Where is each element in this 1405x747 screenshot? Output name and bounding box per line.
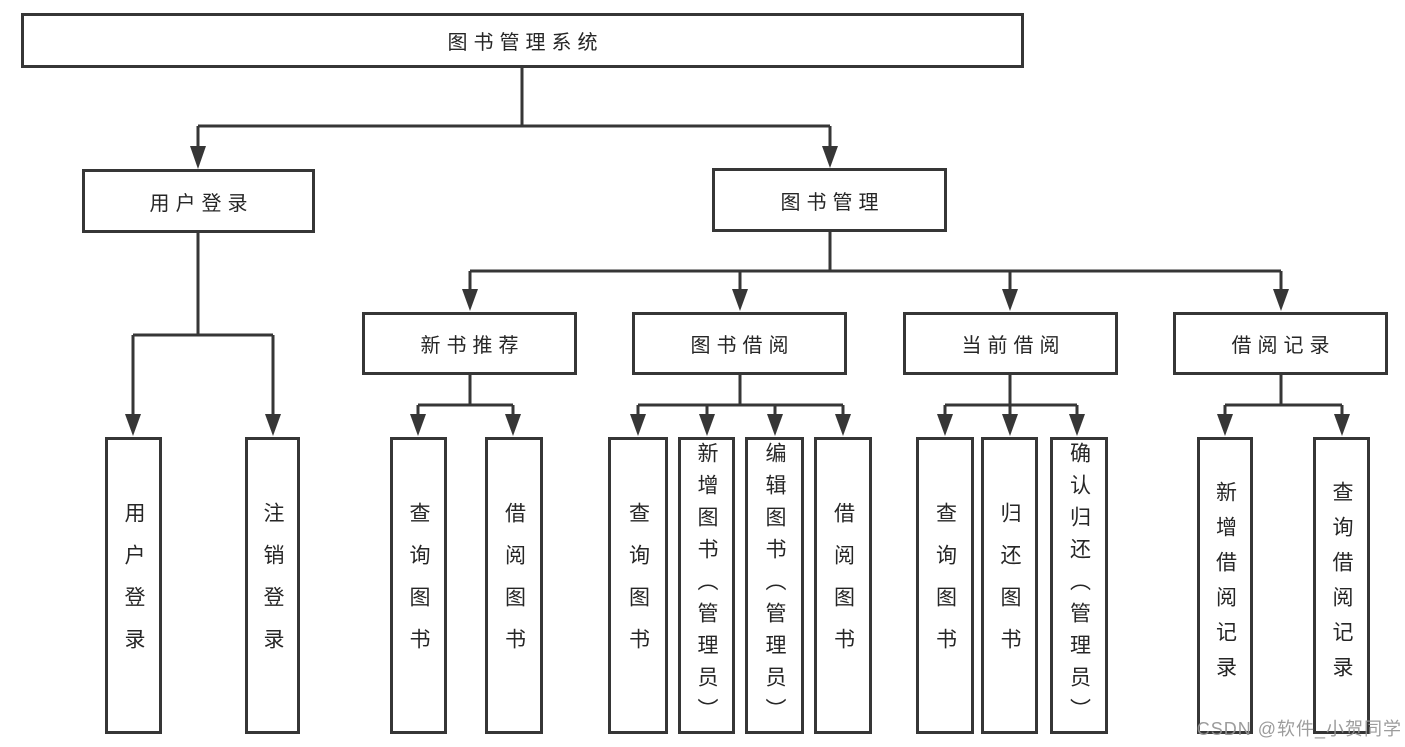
node-query-books-borrow: 查询图书	[608, 437, 668, 734]
node-return-books: 归还图书	[981, 437, 1038, 734]
node-confirm-return-admin: 确认归还（管理员）	[1050, 437, 1108, 734]
node-add-borrow-record: 新增借阅记录	[1197, 437, 1253, 734]
node-user-login: 用户登录	[82, 169, 315, 233]
node-query-borrow-record: 查询借阅记录	[1313, 437, 1370, 734]
node-borrow-books-leaf: 借阅图书	[814, 437, 872, 734]
node-user-login-leaf: 用户登录	[105, 437, 162, 734]
node-current-borrowing: 当前借阅	[903, 312, 1118, 375]
node-library-management-system: 图书管理系统	[21, 13, 1024, 68]
node-borrow-books-recommend: 借阅图书	[485, 437, 543, 734]
node-query-books-current: 查询图书	[916, 437, 974, 734]
node-book-borrowing: 图书借阅	[632, 312, 847, 375]
watermark: CSDN @软件_小贺同学	[1196, 719, 1402, 739]
node-new-book-recommendation: 新书推荐	[362, 312, 577, 375]
node-query-books-recommend: 查询图书	[390, 437, 447, 734]
node-logout: 注销登录	[245, 437, 300, 734]
node-book-management: 图书管理	[712, 168, 947, 232]
node-borrowing-records: 借阅记录	[1173, 312, 1388, 375]
node-edit-book-admin: 编辑图书（管理员）	[745, 437, 804, 734]
node-add-book-admin: 新增图书（管理员）	[678, 437, 735, 734]
